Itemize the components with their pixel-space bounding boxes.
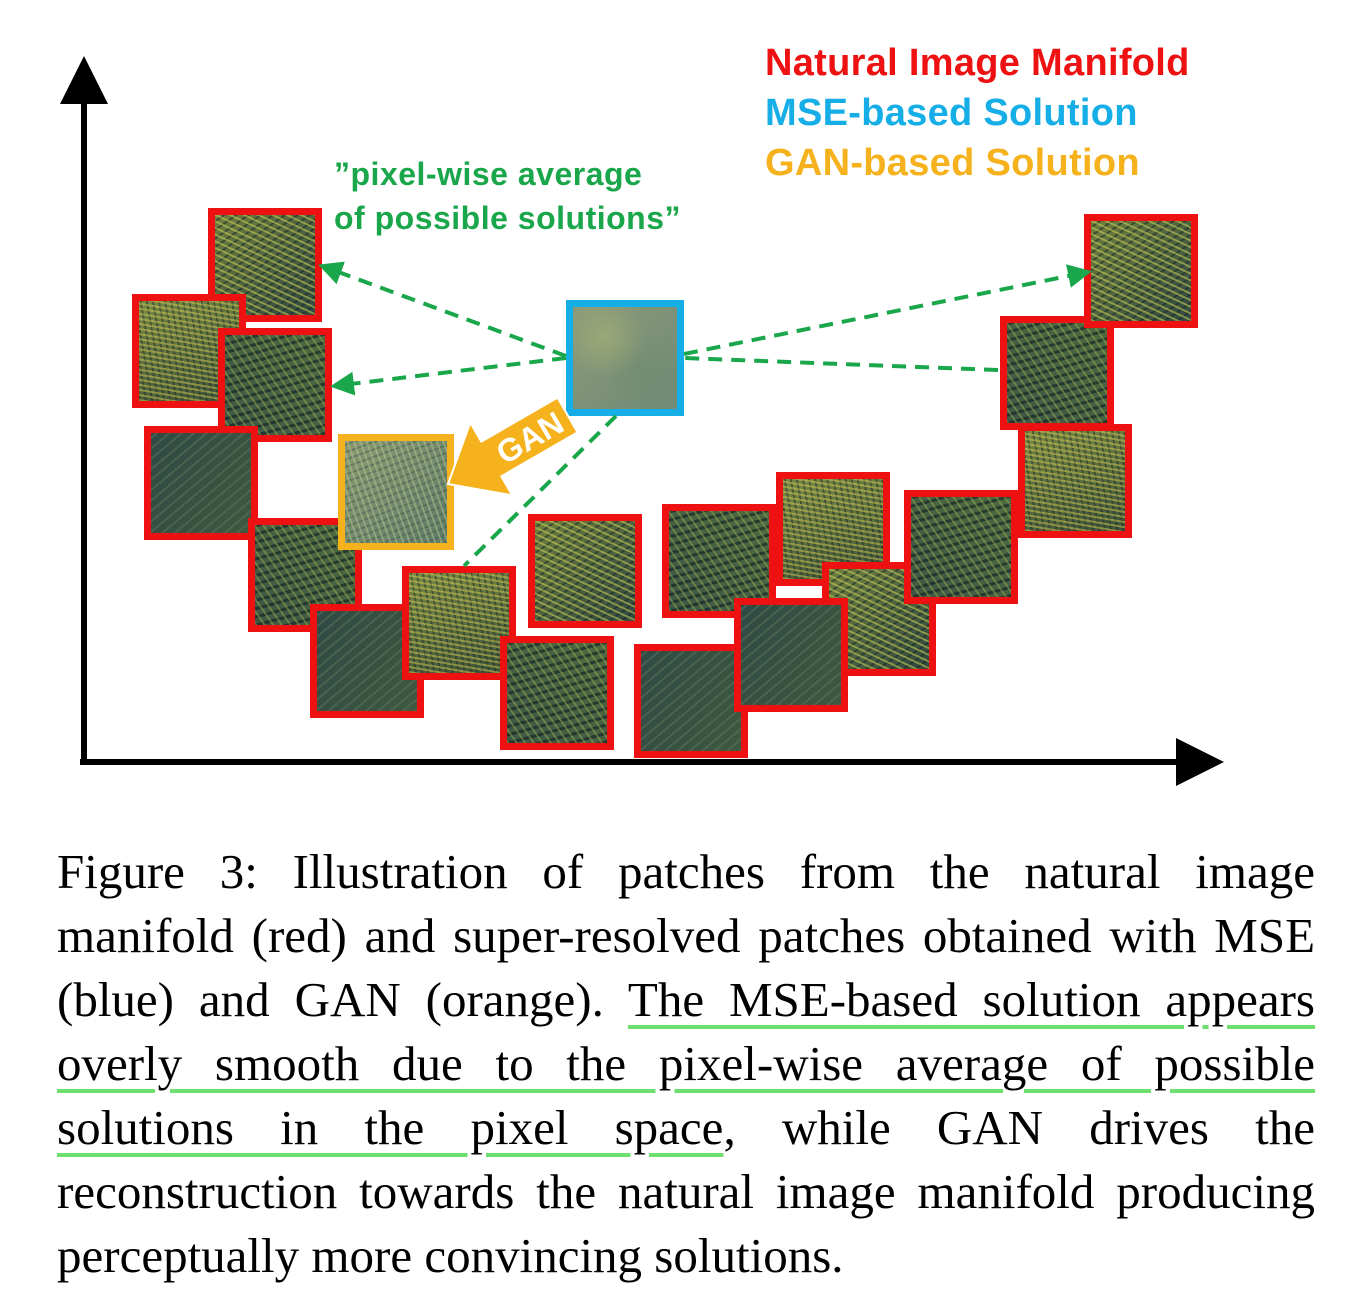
caption-highlighted-text: The MSE-based solution appears overly sm…: [57, 972, 1315, 1155]
dashed-arrow: [318, 261, 567, 358]
manifold-patch: [1000, 316, 1114, 430]
manifold-patch: [662, 504, 776, 618]
manifold-patch: [144, 426, 258, 540]
legend-natural-manifold: Natural Image Manifold: [765, 42, 1190, 84]
legend-mse-solution: MSE-based Solution: [765, 92, 1138, 134]
gan-arrow: GAN: [446, 396, 579, 497]
caption-text-end: , while GAN drives the reconstruction to…: [57, 1100, 1315, 1283]
dashed-line: [462, 414, 618, 568]
figure: GAN ”pixel-wise average of possible solu…: [60, 42, 1224, 786]
annotation-line-1: ”pixel-wise average: [334, 156, 643, 192]
manifold-patch: [132, 294, 246, 408]
manifold-patch: [402, 566, 516, 680]
pixel-wise-average-annotation: ”pixel-wise average of possible solution…: [334, 152, 681, 240]
annotation-line-2: of possible solutions”: [334, 200, 682, 236]
manifold-patch: [904, 490, 1018, 604]
manifold-patch: [734, 598, 848, 712]
figure-caption: Figure 3: Illustration of patches from t…: [57, 840, 1315, 1288]
figure-canvas: [60, 56, 1224, 786]
dashed-arrow: [330, 356, 567, 396]
gan-solution-patch: [338, 434, 454, 550]
manifold-patch: [500, 636, 614, 750]
dashed-arrow: [683, 264, 1092, 356]
mse-solution-patch: [566, 300, 684, 416]
manifold-patch: [528, 514, 642, 628]
manifold-patch: [218, 328, 332, 442]
caption-text-start: Figure 3: Illustration of patches from t…: [57, 844, 1315, 1027]
dashed-line: [683, 356, 999, 372]
manifold-patch: [1018, 424, 1132, 538]
arrows-overlay: GAN: [318, 261, 1092, 568]
legend-gan-solution: GAN-based Solution: [765, 142, 1140, 184]
